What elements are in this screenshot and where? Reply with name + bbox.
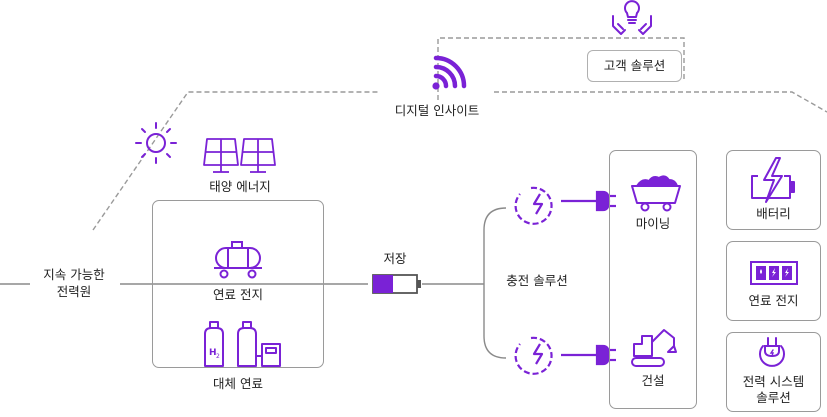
charging-solution-label: 충전 솔루션 (506, 273, 568, 288)
fuel-tank-icon (214, 241, 262, 279)
solar-panel-icon (203, 138, 276, 173)
sustainable-power-label-line2: 전력원 (56, 284, 92, 299)
dashed-bracket (437, 37, 685, 100)
wifi-signal-icon (432, 55, 467, 90)
customer-solution-box (587, 50, 682, 82)
hydrogen-tank-icon: H 2 (204, 321, 281, 367)
fuel-cell-box (726, 241, 821, 321)
construction-label: 건설 (641, 373, 665, 388)
excavator-icon (631, 329, 677, 367)
digital-insight-label: 디지털 인사이트 (394, 103, 480, 118)
svg-text:2: 2 (216, 353, 220, 360)
power-system-solution-box (726, 332, 821, 412)
mine-cart-icon (631, 175, 681, 212)
charging-plug-icon (514, 186, 616, 225)
customer-solution-label: 고객 솔루션 (603, 58, 666, 73)
power-system-label-line1: 전력 시스템 (742, 374, 805, 389)
power-plug-icon (759, 337, 785, 367)
dashed-right-roof (494, 91, 827, 113)
lightning-battery-icon (751, 157, 795, 203)
battery-label: 배터리 (756, 206, 791, 221)
application-group-box (609, 150, 697, 409)
svg-text:H: H (209, 348, 217, 358)
hands-lightbulb-icon (612, 0, 652, 35)
battery-box (726, 150, 821, 230)
branch-bracket (483, 207, 507, 359)
solar-energy-label: 태양 에너지 (209, 179, 271, 194)
dashed-connectors (92, 37, 827, 231)
storage-label: 저장 (383, 251, 407, 266)
fuel-cell-right-label: 연료 전지 (748, 293, 799, 308)
mining-label: 마이닝 (635, 216, 671, 231)
sun-icon (135, 122, 177, 164)
power-system-label-line2: 솔루션 (756, 390, 791, 405)
charging-plug-icon (514, 336, 616, 375)
solid-connectors (0, 207, 507, 359)
fuel-cell-label: 연료 전지 (213, 287, 263, 302)
fuel-cell-module-icon (750, 261, 798, 285)
alt-fuel-label: 대체 연료 (213, 376, 263, 391)
battery-icon (372, 274, 421, 294)
sustainable-power-label-line1: 지속 가능한 (43, 267, 105, 282)
power-source-group-box (152, 200, 324, 368)
